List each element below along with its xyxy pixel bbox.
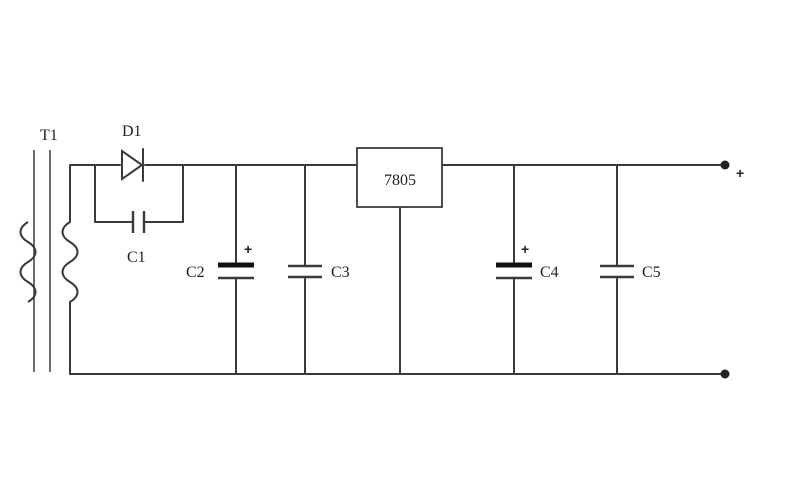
- label-c3: C3: [331, 264, 350, 281]
- c1-right-lead: [144, 164, 184, 223]
- output-terminals: +: [720, 160, 744, 379]
- secondary-winding: [61, 221, 79, 303]
- wires: [69, 164, 726, 375]
- label-c4: C4: [540, 264, 559, 281]
- label-c5: C5: [642, 264, 661, 281]
- diode-d1: D1: [121, 123, 144, 182]
- capacitor-c1: C1: [94, 164, 184, 266]
- label-d1: D1: [122, 123, 142, 140]
- c1-left-lead: [94, 164, 133, 223]
- terminal-negative: [720, 369, 730, 379]
- label-t1: T1: [40, 127, 58, 144]
- capacitor-c4: + C4: [496, 164, 559, 375]
- capacitor-c2: + C2: [186, 164, 254, 375]
- capacitor-c5: C5: [600, 164, 661, 375]
- terminal-positive: [720, 160, 730, 170]
- label-c1: C1: [127, 249, 146, 266]
- c4-plus-sign: +: [521, 241, 529, 257]
- c2-plus-sign: +: [244, 241, 252, 257]
- diode-triangle: [121, 149, 144, 181]
- label-c2: C2: [186, 264, 205, 281]
- wire-secondary-top: [69, 164, 96, 223]
- capacitor-c3: C3: [288, 164, 350, 375]
- label-7805: 7805: [384, 172, 416, 189]
- regulator-box: [356, 147, 443, 208]
- transformer-t1: T1: [19, 127, 79, 372]
- regulator-7805: 7805: [356, 147, 443, 208]
- primary-winding: [19, 221, 37, 303]
- output-plus-sign: +: [736, 165, 744, 181]
